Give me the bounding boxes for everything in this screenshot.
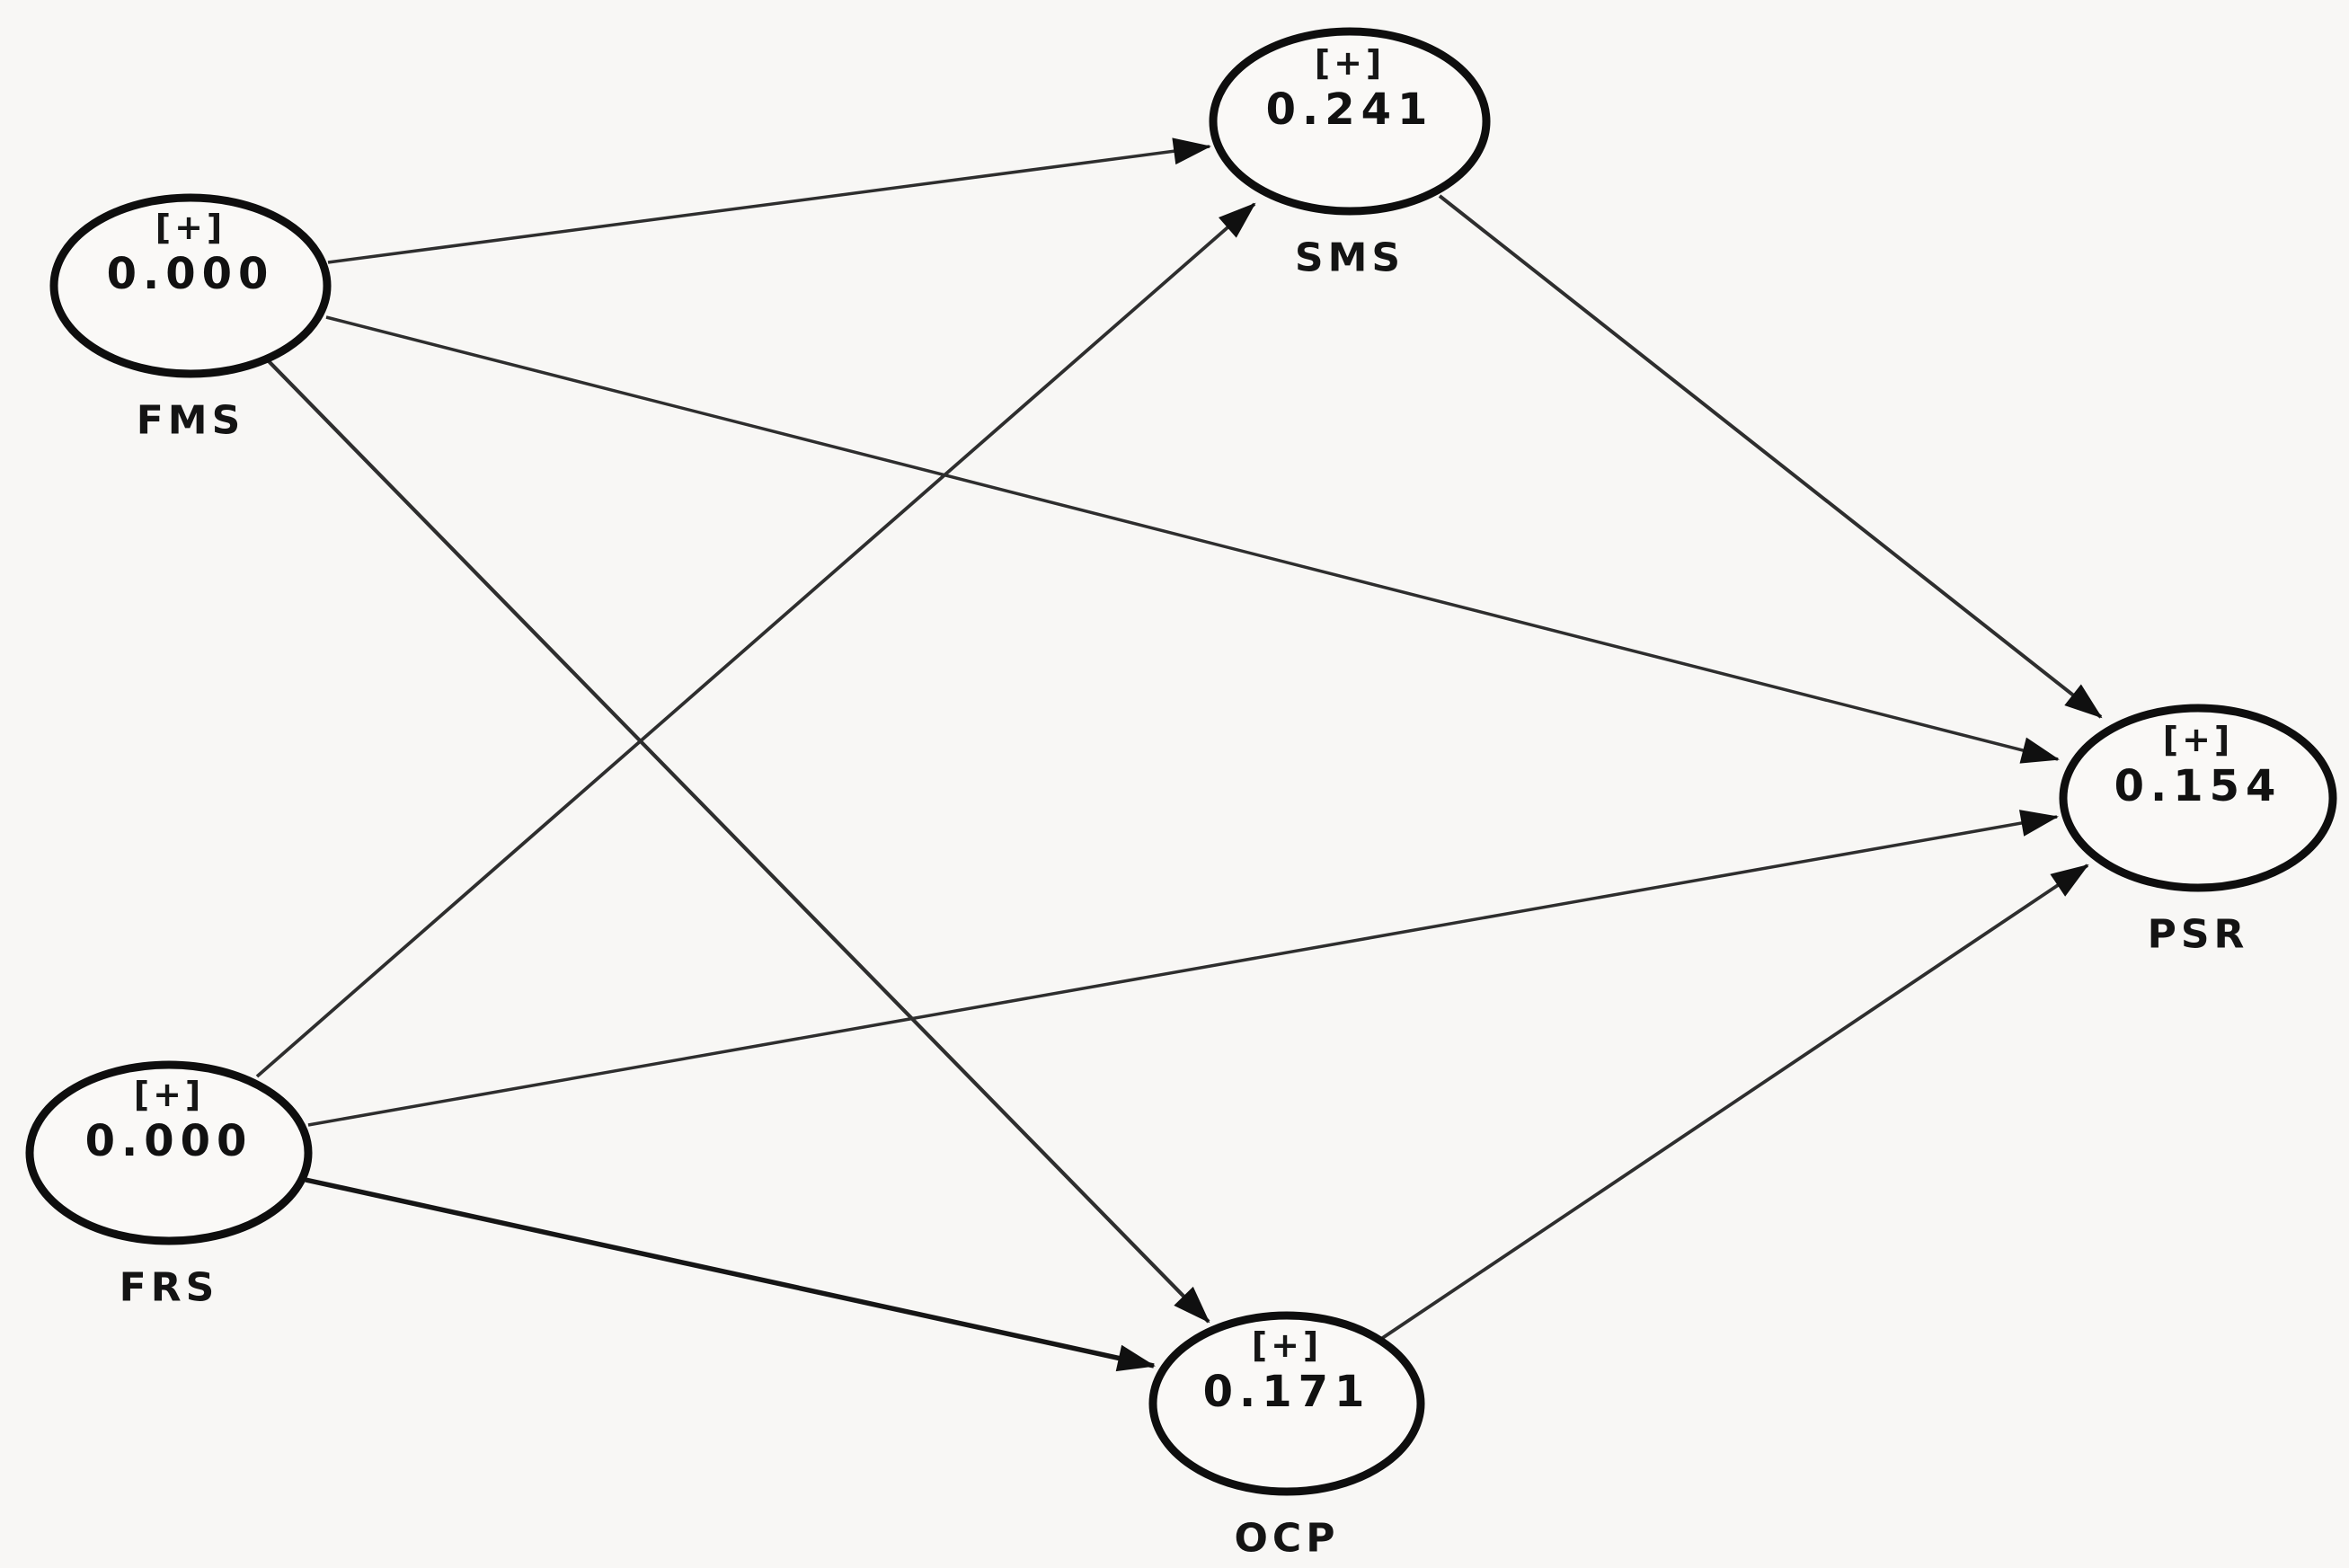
nodes-layer: [+]0.000FMS[+]0.000FRS[+]0.241SMS[+]0.17…	[25, 27, 2337, 1562]
node-ocp-value: 0.171	[1203, 1367, 1371, 1417]
path-arrow-ocp-psr	[1379, 864, 2089, 1341]
node-fms-ellipse	[49, 193, 332, 378]
node-frs-value: 0.000	[85, 1116, 253, 1166]
path-arrow-fms-sms	[327, 137, 1211, 264]
path-arrow-frs-psr	[307, 810, 2059, 1127]
node-fms-sign: [+]	[155, 208, 226, 247]
node-ocp-sign: [+]	[1252, 1325, 1323, 1365]
node-psr-label: PSR	[2148, 912, 2249, 958]
node-fms-value: 0.000	[107, 249, 275, 299]
path-arrow-frs-ocp	[305, 1177, 1156, 1372]
edges-layer	[255, 137, 2103, 1372]
node-frs-label: FRS	[120, 1265, 219, 1311]
path-arrow-fms-psr	[325, 315, 2060, 764]
node-fms-label: FMS	[137, 398, 245, 444]
node-psr-value: 0.154	[2114, 761, 2283, 811]
path-arrow-sms-psr	[1438, 194, 2103, 719]
node-frs-ellipse	[25, 1060, 313, 1245]
node-psr-sign: [+]	[2163, 720, 2234, 759]
node-sms-value: 0.241	[1266, 84, 1434, 135]
path-arrow-fms-ocp	[265, 358, 1210, 1324]
node-sms-ellipse	[1209, 27, 1491, 216]
node-sms-label: SMS	[1295, 235, 1405, 281]
path-arrow-frs-sms	[255, 202, 1256, 1078]
node-ocp-ellipse	[1148, 1311, 1425, 1496]
node-ocp-label: OCP	[1235, 1516, 1340, 1562]
node-sms-sign: [+]	[1315, 43, 1386, 83]
node-frs-sign: [+]	[134, 1075, 205, 1114]
node-psr-ellipse	[2059, 704, 2337, 892]
